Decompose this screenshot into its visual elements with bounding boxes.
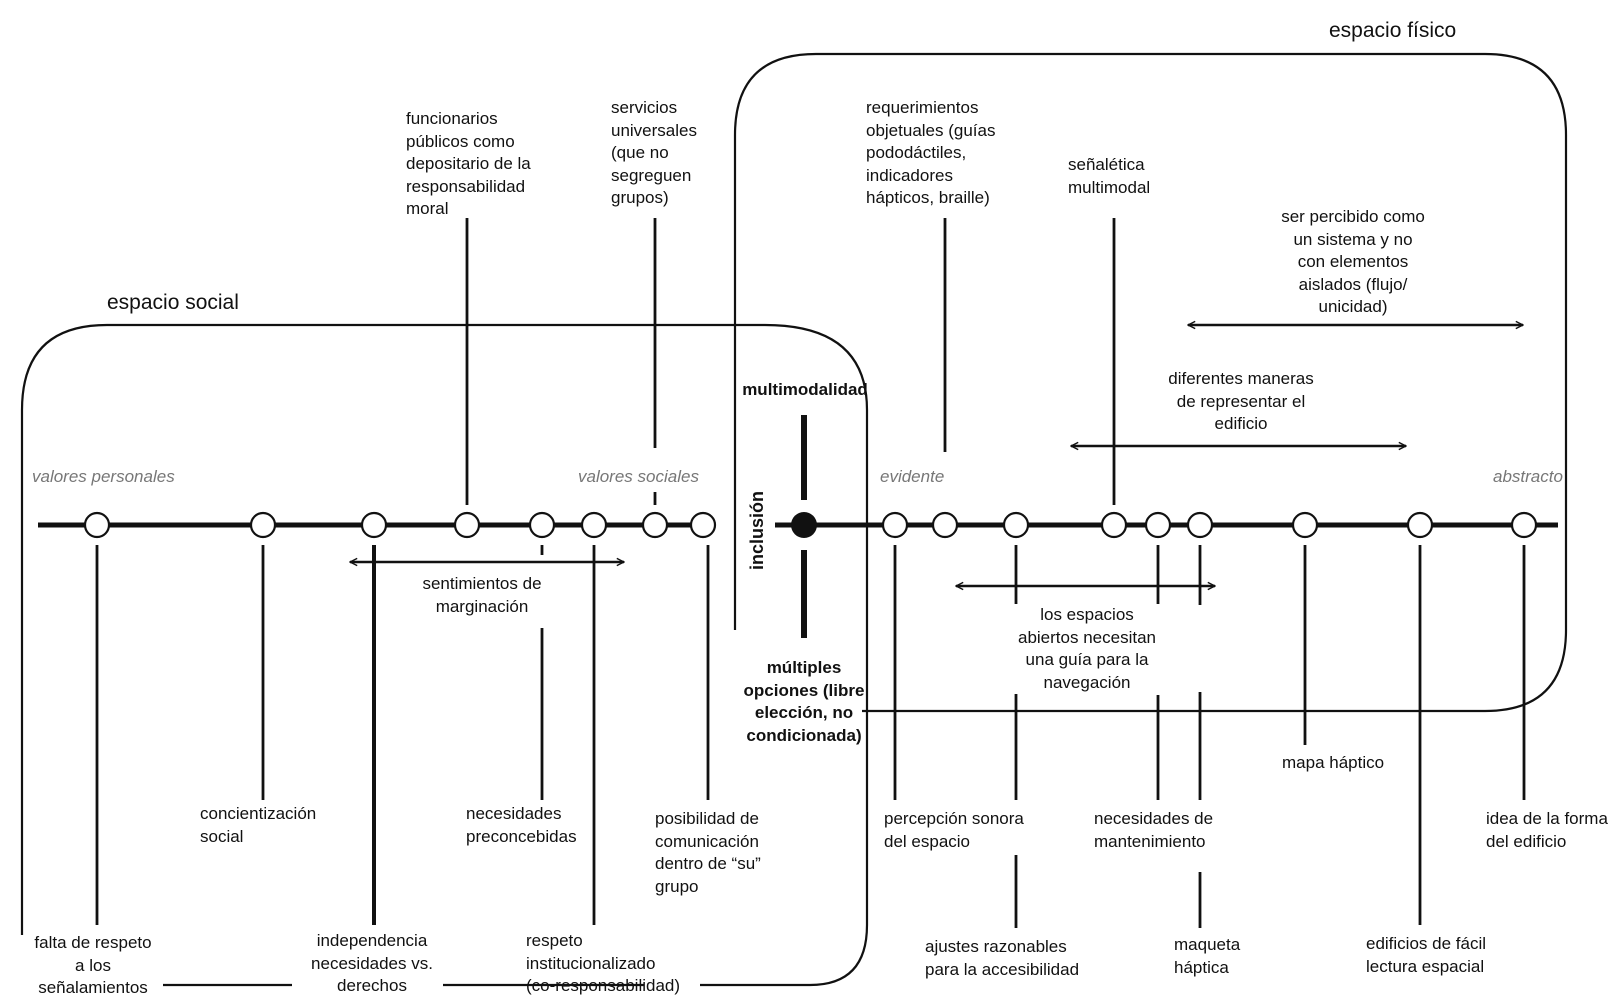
- label-independencia: independencia necesidades vs. derechos: [311, 931, 433, 995]
- label-percibido: ser percibido como un sistema y no con e…: [1281, 207, 1425, 316]
- physical-space-boundary: [733, 52, 1568, 713]
- label-requerimientos: requerimientos objetuales (guías pododác…: [866, 98, 996, 207]
- axis-nodes: [83, 511, 1538, 539]
- label-falta-respeto: falta de respeto a los señalamientos: [34, 933, 152, 997]
- label-respeto-institucionalizado: respeto institucionalizado (co-responsab…: [526, 931, 681, 995]
- label-ajustes: ajustes razonables para la accesibilidad: [925, 937, 1080, 979]
- pole-evident: evidente: [880, 467, 945, 486]
- label-funcionarios: funcionarios públicos como depositario d…: [406, 109, 531, 218]
- label-concientizacion: concientización social: [200, 804, 317, 846]
- label-maneras: diferentes maneras de representar el edi…: [1168, 369, 1314, 433]
- multimodality-label: multimodalidad: [742, 380, 868, 399]
- label-maqueta: maqueta háptica: [1174, 935, 1241, 977]
- social-space-boundary: [20, 323, 869, 987]
- center-node: [791, 512, 817, 538]
- label-servicios: servicios universales (que no segreguen …: [611, 98, 697, 207]
- label-idea-forma: idea de la forma del edificio: [1486, 809, 1608, 851]
- pole-personal-values: valores personales: [32, 467, 175, 486]
- label-necesidades-preconcebidas: necesidades preconcebidas: [466, 804, 577, 846]
- label-percepcion-sonora: percepción sonora del espacio: [884, 809, 1024, 851]
- label-senaletica: señalética multimodal: [1068, 155, 1151, 197]
- pole-social-values: valores sociales: [578, 467, 699, 486]
- physical-space-title: espacio físico: [1329, 19, 1457, 42]
- label-mapa-haptico: mapa háptico: [1282, 753, 1385, 772]
- label-espacios-abiertos: los espacios abiertos necesitan una guía…: [1000, 604, 1174, 694]
- label-posibilidad: posibilidad de comunicación dentro de “s…: [655, 809, 761, 896]
- label-sentimientos: sentimientos de marginación: [402, 573, 562, 618]
- top-connectors: [465, 218, 1116, 505]
- bottom-connectors: [95, 545, 1526, 928]
- inclusion-label: inclusión: [747, 490, 767, 570]
- pole-abstract: abstracto: [1493, 467, 1563, 486]
- social-space-title: espacio social: [107, 291, 239, 314]
- label-mantenimiento: necesidades de mantenimiento: [1094, 809, 1214, 851]
- multiple-options-label: múltiples opciones (libre elección, no c…: [743, 658, 865, 745]
- label-edificios-lectura: edificios de fácil lectura espacial: [1366, 934, 1487, 976]
